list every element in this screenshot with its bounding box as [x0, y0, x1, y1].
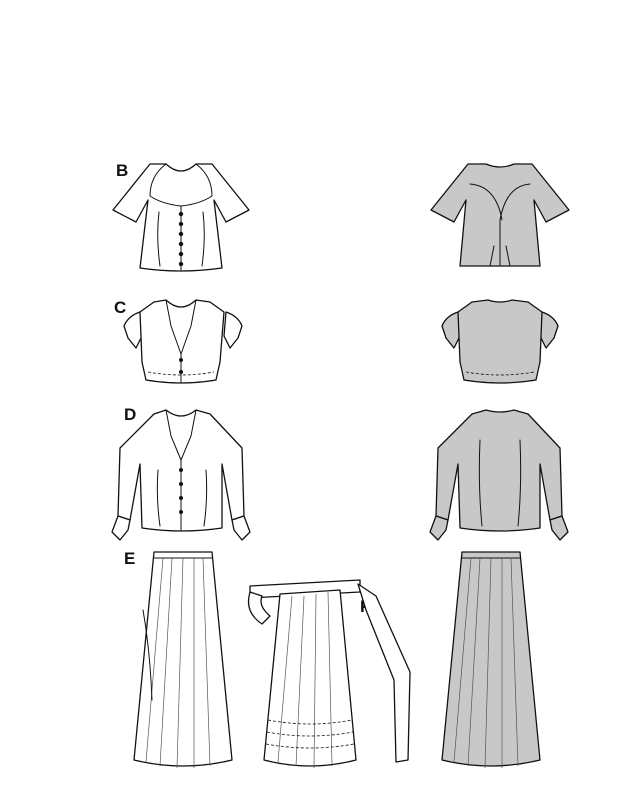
blouse-d-back: [429, 409, 569, 541]
view-label-e: E: [124, 549, 135, 568]
vest-c-front: [123, 299, 243, 384]
view-label-c: C: [114, 298, 126, 317]
vest-c-back: [441, 299, 559, 384]
skirt-e-back: [441, 551, 541, 769]
blouse-d-front: [111, 409, 251, 541]
view-label-b: B: [116, 161, 128, 180]
view-label-d: D: [124, 405, 136, 424]
skirt-e-front: [133, 551, 233, 769]
button-row: [178, 211, 184, 267]
blouse-b-front: [112, 163, 250, 272]
blouse-b-back: [430, 163, 570, 267]
apron-f: [247, 579, 411, 769]
